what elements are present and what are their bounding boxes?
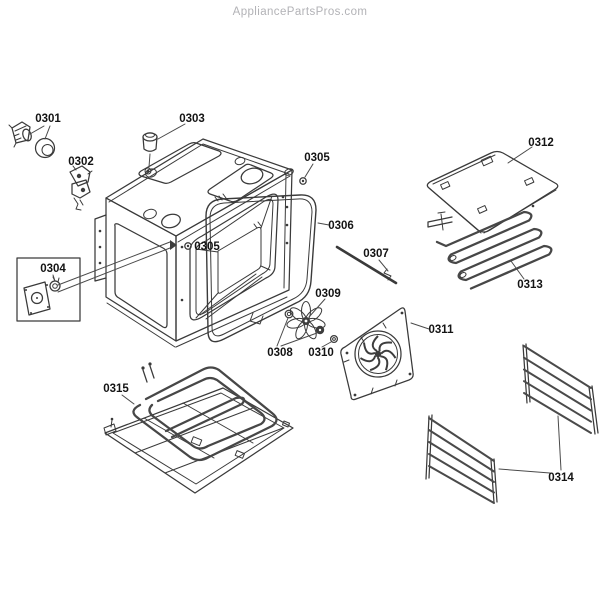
- watermark-text: AppliancePartsPros.com: [232, 6, 368, 18]
- door-gasket-drawing: [206, 195, 329, 342]
- fan-nuts-drawing: [277, 310, 325, 346]
- part-label-0306: 0306: [328, 220, 354, 232]
- part-label-0305-right: 0305: [304, 152, 330, 164]
- screw-drawing-right: [300, 164, 313, 184]
- screw-drawing-left: [185, 243, 191, 249]
- lamp-socket-bracket-drawing: [70, 166, 92, 210]
- part-label-0309: 0309: [315, 288, 341, 300]
- spacer-drawing: [322, 336, 337, 347]
- bottom-panel-drawing: [104, 388, 293, 493]
- part-label-0312: 0312: [528, 137, 554, 149]
- part-labels: 0301 0302 0303 0304 0305 0305 0306 0307 …: [35, 113, 574, 484]
- part-label-0310: 0310: [308, 347, 334, 359]
- part-label-0303: 0303: [179, 113, 205, 125]
- side-rack-drawing-left: [426, 415, 497, 503]
- thermostat-plate-box-drawing: [17, 240, 177, 321]
- vent-knob-drawing: [143, 124, 185, 167]
- broil-element-drawing: [428, 212, 551, 289]
- part-label-0313: 0313: [517, 279, 543, 291]
- part-label-0308: 0308: [267, 347, 293, 359]
- rack-leader-lines: [499, 416, 561, 473]
- part-label-0314: 0314: [548, 472, 574, 484]
- part-label-0305-left: 0305: [194, 241, 220, 253]
- bake-element-drawing: [122, 362, 277, 460]
- part-label-0301: 0301: [35, 113, 61, 125]
- part-label-0315: 0315: [103, 383, 129, 395]
- side-rack-drawing-right: [523, 344, 598, 434]
- fan-blade-drawing: [286, 299, 326, 340]
- part-label-0307: 0307: [363, 248, 389, 260]
- part-label-0304: 0304: [40, 263, 66, 275]
- part-label-0302: 0302: [68, 156, 94, 168]
- oven-lamp-drawing: [9, 122, 55, 158]
- rear-fan-panel-drawing: [341, 308, 429, 400]
- support-rod-drawing: [337, 247, 396, 283]
- part-label-0311: 0311: [429, 324, 455, 336]
- top-cover-plate-drawing: [427, 147, 557, 233]
